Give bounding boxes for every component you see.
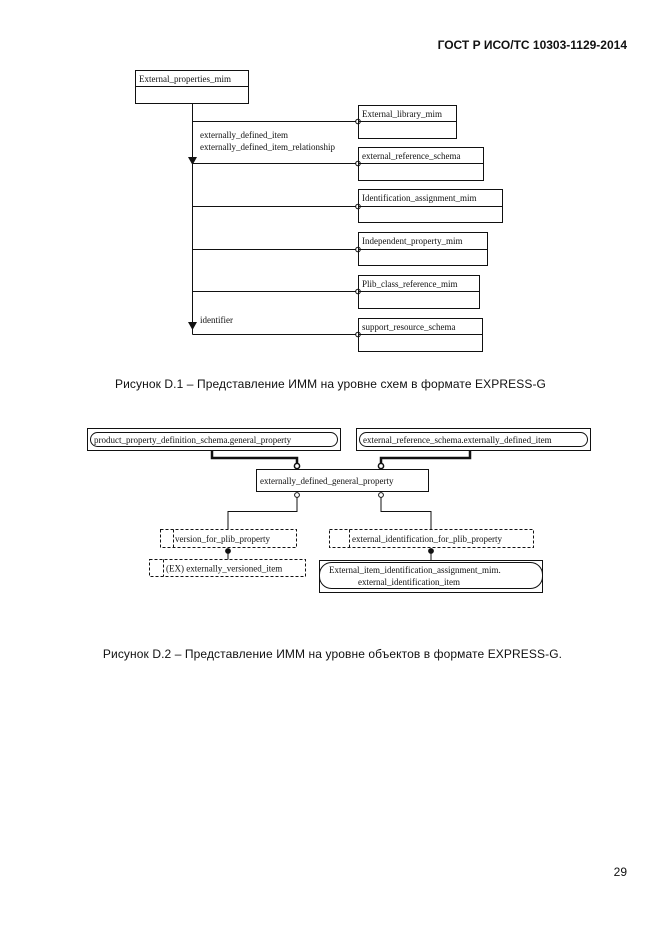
supertype-box-right: external_reference_schema.externally_def… [356, 428, 591, 451]
arrow-icon [188, 157, 197, 165]
ref-label: externally_defined_item_relationship [200, 142, 335, 152]
page-number: 29 [613, 865, 627, 879]
figure-d2: product_property_definition_schema.gener… [87, 428, 591, 593]
connector-circle-icon [293, 462, 301, 470]
document-header: ГОСТ Р ИСО/ТС 10303-1129-2014 [437, 38, 627, 52]
select-box-right: External_item_identification_assignment_… [319, 560, 543, 593]
entity-box-left: version_for_plib_property [160, 529, 297, 548]
entity-middle-label: externally_defined_general_property [260, 476, 394, 486]
schema-box: Identification_assignment_mim [358, 189, 503, 223]
select-right-line2: external_identification_item [358, 577, 460, 587]
supertype-box-left: product_property_definition_schema.gener… [87, 428, 341, 451]
ref-label: identifier [200, 315, 233, 325]
entity-box-right: external_identification_for_plib_propert… [329, 529, 534, 548]
select-right-line1: External_item_identification_assignment_… [329, 565, 501, 575]
schema-label: Identification_assignment_mim [362, 193, 476, 203]
entity-right-label: external_identification_for_plib_propert… [352, 534, 502, 544]
schema-box: Plib_class_reference_mim [358, 275, 480, 309]
arrow-icon [188, 322, 197, 330]
ref-label: externally_defined_item [200, 130, 288, 140]
connector-circle-icon [377, 462, 385, 470]
entity-box-middle: externally_defined_general_property [256, 469, 429, 492]
figure2-caption: Рисунок D.2 – Представление ИММ на уровн… [102, 647, 563, 661]
supertype-left-label: product_property_definition_schema.gener… [94, 435, 292, 445]
schema-box-root: External_properties_mim [135, 70, 249, 104]
figure-d1: External_properties_mim External_library… [135, 70, 503, 352]
connector-dot-icon [428, 548, 434, 554]
schema-label: support_resource_schema [362, 322, 455, 332]
schema-label: Plib_class_reference_mim [362, 279, 457, 289]
schema-label: external_reference_schema [362, 151, 460, 161]
ref-left-label: (EX) externally_versioned_item [166, 564, 282, 574]
schema-label: External_library_mim [362, 109, 442, 119]
connector-circle-icon [294, 492, 300, 498]
schema-box: External_library_mim [358, 105, 457, 139]
entity-left-label: version_for_plib_property [175, 534, 270, 544]
supertype-right-label: external_reference_schema.externally_def… [363, 435, 552, 445]
schema-label: Independent_property_mim [362, 236, 462, 246]
figure1-caption: Рисунок D.1 – Представление ИММ на уровн… [115, 377, 546, 391]
schema-box: external_reference_schema [358, 147, 484, 181]
connector-circle-icon [378, 492, 384, 498]
connector-dot-icon [225, 548, 231, 554]
schema-root-label: External_properties_mim [139, 74, 231, 84]
schema-box: support_resource_schema [358, 318, 483, 352]
schema-box: Independent_property_mim [358, 232, 488, 266]
ref-box-left: (EX) externally_versioned_item [149, 559, 306, 577]
